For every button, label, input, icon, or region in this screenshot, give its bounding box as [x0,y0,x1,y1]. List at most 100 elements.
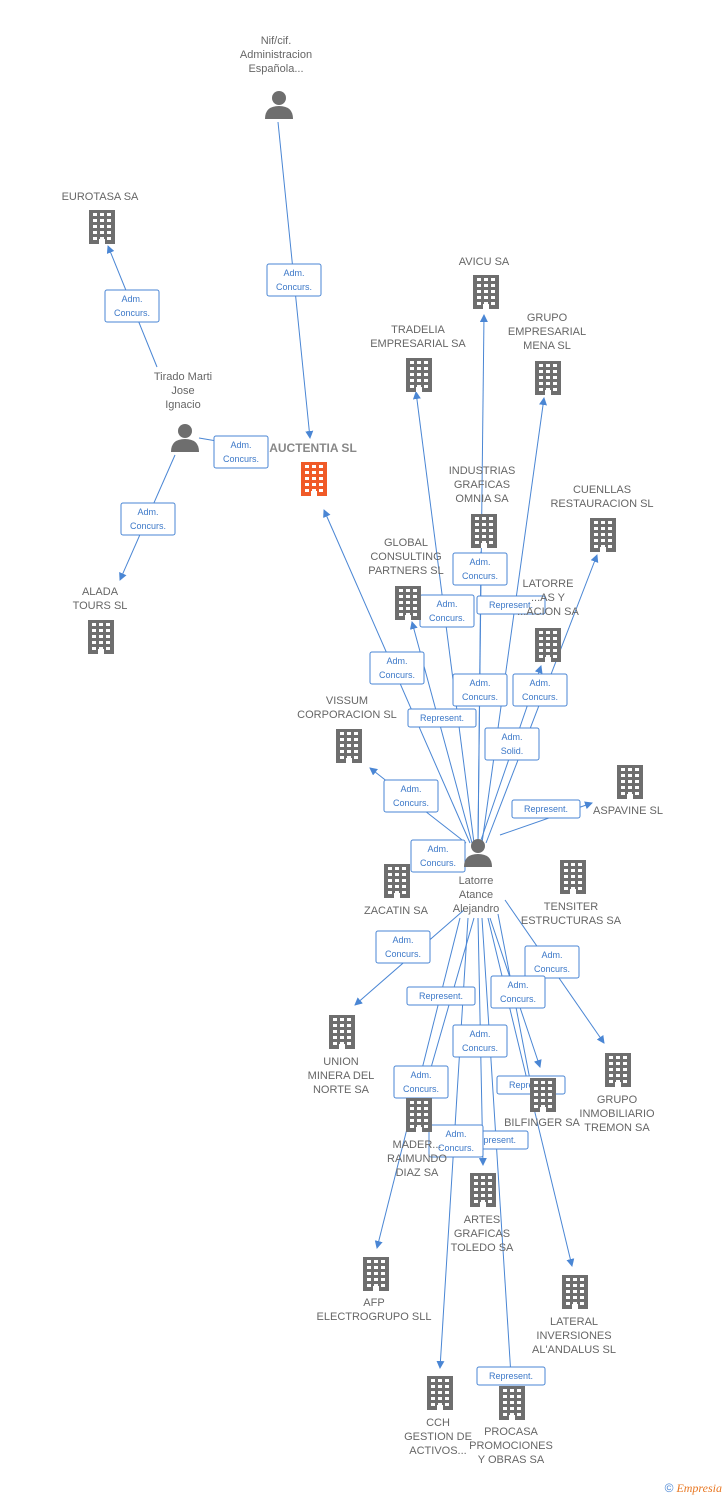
edge-label-latorre-cch[interactable]: Adm.Concurs. [428,1124,484,1158]
edge-label-latorre-vissum[interactable]: Adm.Concurs. [383,779,439,813]
node-label: GRUPO [527,312,568,324]
node-label: MINERA DEL [308,1070,375,1082]
edge-label-latorre-avicu[interactable]: Adm.Concurs. [452,552,508,586]
building-icon[interactable] [427,1376,453,1410]
building-icon[interactable] [301,462,327,496]
node-label: Y OBRAS SA [478,1454,545,1466]
person-icon[interactable] [265,91,293,119]
building-icon[interactable] [535,628,561,662]
edge-label-tirado-alada[interactable]: Adm.Concurs. [120,502,176,536]
node-nif[interactable]: Nif/cif.AdministracionEspañola... [240,35,312,119]
building-icon[interactable] [363,1257,389,1291]
edge-label-latorre-union[interactable]: Adm.Concurs. [375,930,431,964]
building-icon[interactable] [88,620,114,654]
edge-label-text: Concurs. [462,1043,498,1053]
edge-label-latorre-global[interactable]: Adm.Concurs. [419,594,475,628]
node-label: NORTE SA [313,1084,370,1096]
edge-label-latorre-cuenllas[interactable]: Adm.Solid. [484,727,540,761]
node-label: PARTNERS SL [368,565,443,577]
building-icon[interactable] [336,729,362,763]
node-avicu[interactable]: AVICU SA [459,256,510,309]
edge-label-latorre-tradelia[interactable]: Represent. [407,708,477,728]
edge-label-latorre-bilfinger[interactable]: Adm.Concurs. [490,975,546,1009]
node-aspavine[interactable]: ASPAVINE SL [593,765,663,817]
building-icon[interactable] [535,361,561,395]
edge-label-latorre-maderas[interactable]: Represent. [406,986,476,1006]
building-icon[interactable] [560,860,586,894]
person-icon[interactable] [171,424,199,452]
node-label: AL'ANDALUS SL [532,1344,616,1356]
building-icon[interactable] [562,1275,588,1309]
building-icon[interactable] [384,864,410,898]
building-icon[interactable] [605,1053,631,1087]
edge-label-text: Concurs. [276,282,312,292]
edge-label-latorre-aspavine[interactable]: Represent. [511,799,581,819]
edge-label-latorre-artes[interactable]: Adm.Concurs. [452,1024,508,1058]
node-label: PROMOCIONES [469,1440,553,1452]
edge-label-latorre-zacatin[interactable]: Adm.Concurs. [410,839,466,873]
node-label: ESTRUCTURAS SA [521,915,622,927]
edge-label-nif-auctentia[interactable]: Adm.Concurs. [266,263,322,297]
building-icon[interactable] [473,275,499,309]
node-label: DIAZ SA [396,1167,439,1179]
building-icon[interactable] [406,358,432,392]
building-icon[interactable] [530,1078,556,1112]
edge-label-tirado-auctentia[interactable]: Adm.Concurs. [213,435,269,469]
building-icon[interactable] [617,765,643,799]
edge-label-latorre-procasa[interactable]: Represent. [476,1366,546,1386]
building-icon[interactable] [499,1386,525,1420]
building-icon[interactable] [89,210,115,244]
building-icon[interactable] [406,1098,432,1132]
edge-label-text: Adm. [121,294,142,304]
node-zacatin[interactable]: ZACATIN SA [364,864,429,917]
node-label: INVERSIONES [536,1330,611,1342]
person-icon[interactable] [464,839,492,867]
node-bilfinger[interactable]: BILFINGER SA [504,1078,581,1129]
edge-label-text: Concurs. [379,670,415,680]
node-label: Atance [459,889,493,901]
edge-label-tirado-eurotasa[interactable]: Adm.Concurs. [104,289,160,323]
node-label: CCH [426,1417,450,1429]
edge-label-latorre-industrias[interactable]: Adm.Concurs. [452,673,508,707]
building-icon[interactable] [329,1015,355,1049]
node-label: TRADELIA [391,324,445,336]
edge-label-text: Adm. [501,732,522,742]
node-latorre_co[interactable]: LATORRE...AS Y...ACION SA [517,578,580,662]
node-label: Latorre [459,875,494,887]
node-label: GRAFICAS [454,1228,510,1240]
edge-label-latorre-latorre_co[interactable]: Represent. [476,595,546,615]
edge-label-text: Concurs. [429,613,465,623]
building-icon[interactable] [590,518,616,552]
node-label: AVICU SA [459,256,510,268]
edge-label-latorre-tensiter[interactable]: Adm.Concurs. [524,945,580,979]
edge-label-latorre-auctentia[interactable]: Adm.Concurs. [369,651,425,685]
node-eurotasa[interactable]: EUROTASA SA [62,191,139,244]
node-label: BILFINGER SA [504,1117,580,1129]
edge-label-latorre-grupomena[interactable]: Adm.Concurs. [512,673,568,707]
node-label: VISSUM [326,695,368,707]
node-auctentia[interactable]: AUCTENTIA SL [269,441,357,496]
building-icon[interactable] [471,514,497,548]
building-icon[interactable] [470,1173,496,1207]
building-icon[interactable] [395,586,421,620]
edge-label-latorre-afp[interactable]: Adm.Concurs. [393,1065,449,1099]
node-label: ELECTROGRUPO SLL [317,1311,432,1323]
